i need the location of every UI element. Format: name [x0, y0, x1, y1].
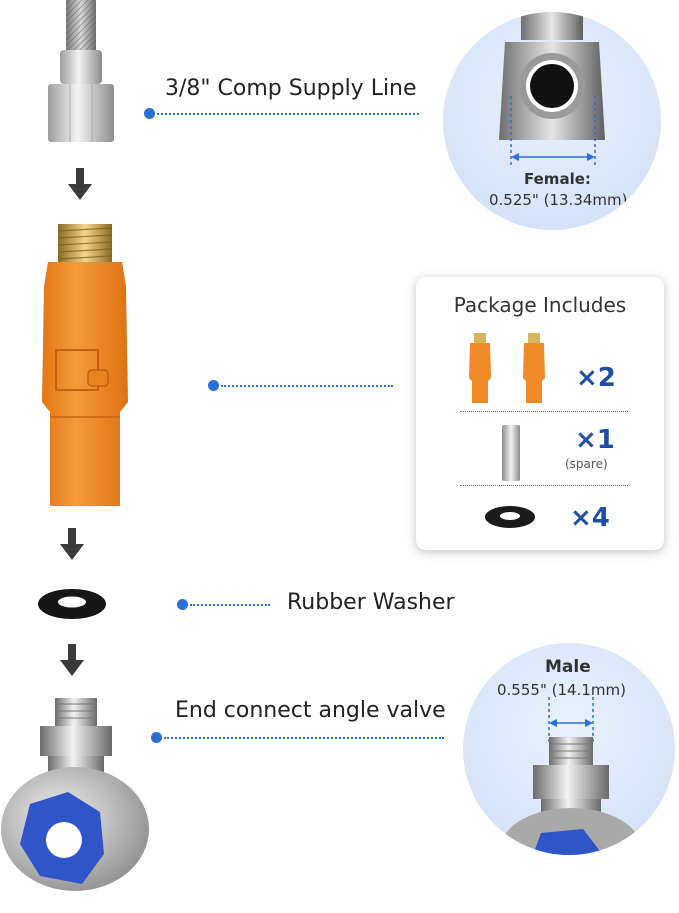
- female-size: 0.525" (13.34mm): [489, 191, 628, 209]
- angle-valve-label: End connect angle valve: [175, 698, 446, 723]
- adapter-thumbnail: [523, 333, 545, 403]
- pointer-dot-icon: [208, 380, 219, 391]
- arrow-down-icon: [60, 528, 84, 560]
- washer-thumbnail: [485, 506, 535, 528]
- pointer-dot-icon: [144, 108, 155, 119]
- spare-quantity: ×1: [575, 425, 615, 455]
- male-detail-circle: Male 0.555" (14.1mm): [463, 643, 675, 855]
- male-size: 0.555" (14.1mm): [497, 681, 626, 699]
- supply-line-image: [48, 0, 114, 142]
- divider: [460, 485, 628, 486]
- angle-valve-image: [1, 698, 149, 891]
- adapter-quantity: ×2: [576, 363, 616, 393]
- washer-quantity: ×4: [570, 503, 610, 533]
- rubber-washer-label: Rubber Washer: [287, 590, 455, 615]
- leader-line: [157, 113, 419, 115]
- arrow-down-icon: [60, 644, 84, 676]
- spare-note: (spare): [565, 457, 608, 471]
- leader-line: [190, 604, 270, 606]
- rubber-washer-image: [38, 589, 106, 619]
- supply-line-label: 3/8" Comp Supply Line: [165, 76, 417, 101]
- pointer-dot-icon: [177, 599, 188, 610]
- quick-connect-adapter-image: [42, 224, 128, 506]
- package-includes-card: Package Includes ×2 ×1 (spare) ×4: [416, 277, 664, 550]
- leader-line: [164, 737, 444, 739]
- pointer-dot-icon: [151, 732, 162, 743]
- divider: [460, 411, 628, 412]
- male-title: Male: [545, 657, 591, 677]
- female-detail-circle: Female: 0.525" (13.34mm): [443, 12, 661, 230]
- arrow-down-icon: [68, 168, 92, 200]
- package-title: Package Includes: [453, 293, 627, 317]
- female-title: Female:: [524, 170, 591, 188]
- leader-line: [221, 385, 393, 387]
- adapter-thumbnail: [469, 333, 491, 403]
- spare-tube-thumbnail: [502, 425, 520, 481]
